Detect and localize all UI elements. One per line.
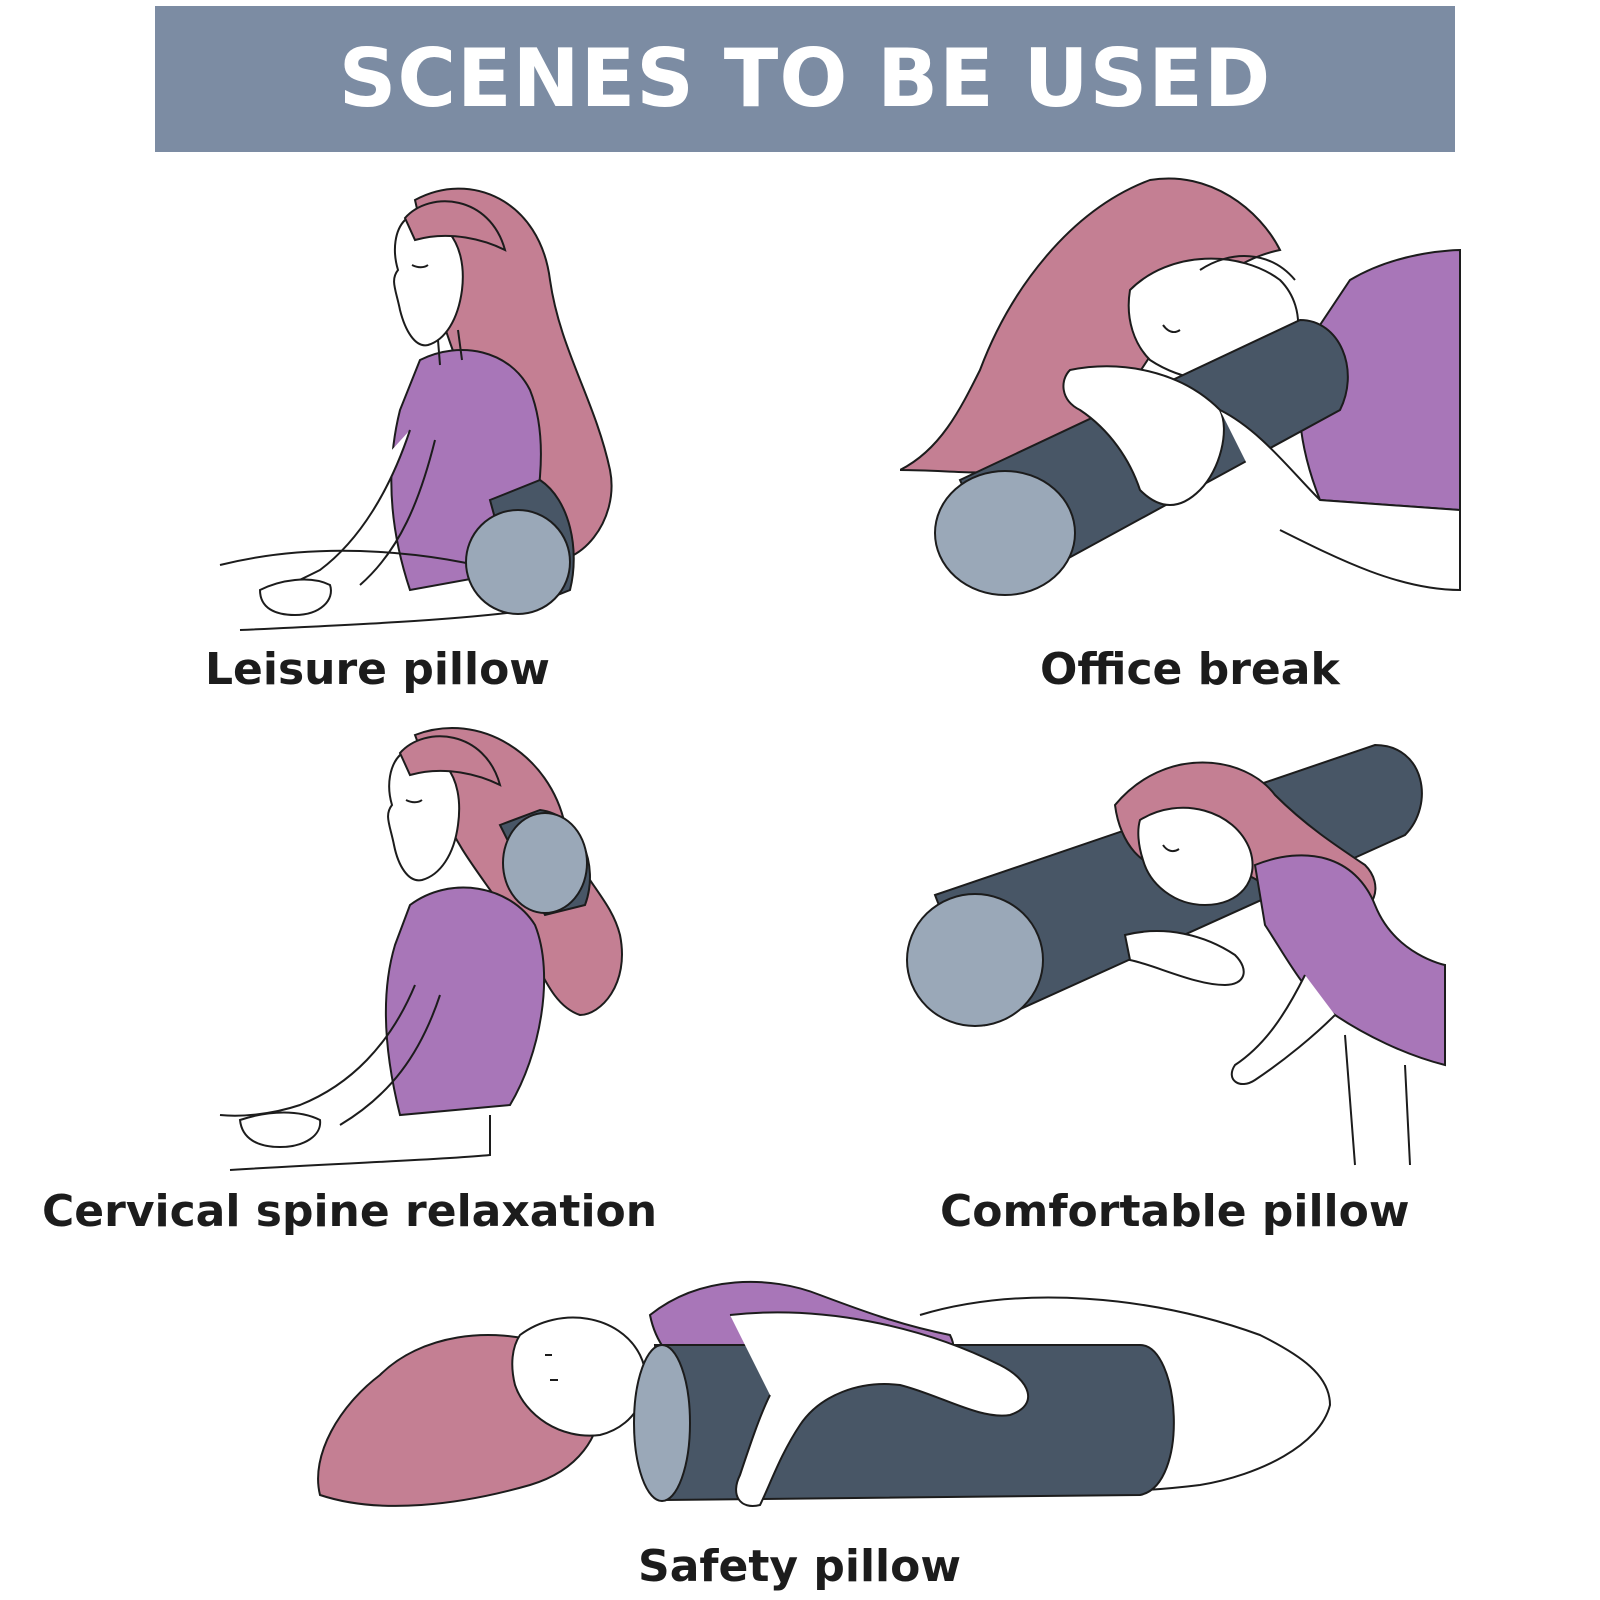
cylinder-pillow-icon [498,808,591,917]
header-banner: SCENES TO BE USED [155,6,1455,152]
page-title: SCENES TO BE USED [338,32,1272,125]
scene-cervical [200,715,660,1175]
caption-leisure: Leisure pillow [205,644,550,695]
caption-comfortable: Comfortable pillow [940,1186,1410,1237]
woman-leaning-illustration [906,743,1446,1166]
scene-leisure [200,170,640,640]
woman-sitting-illustration [219,727,623,1171]
scene-office [900,170,1500,640]
scene-safety [300,1255,1340,1525]
caption-office: Office break [1040,644,1340,695]
caption-safety: Safety pillow [638,1541,962,1592]
caption-cervical: Cervical spine relaxation [42,1186,658,1237]
woman-leaning-illustration [900,177,1461,596]
woman-sitting-illustration [219,187,613,631]
scene-comfortable [905,735,1465,1175]
cylinder-pillow-icon [465,478,575,615]
woman-lying-illustration [317,1280,1332,1507]
